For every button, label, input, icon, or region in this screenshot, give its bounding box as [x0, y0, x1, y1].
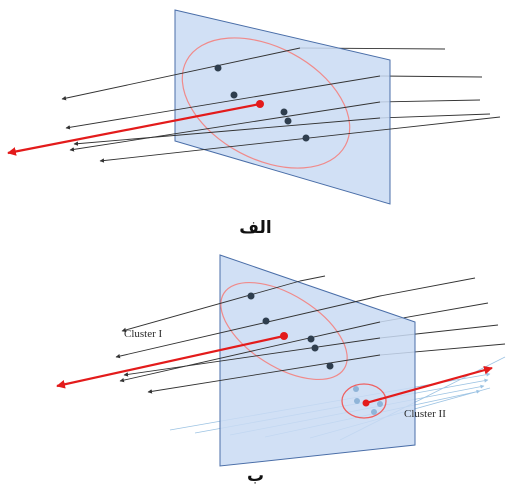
panel-b-rays-front [115, 280, 381, 394]
panel-a-ray-3 [69, 101, 381, 152]
panel-a-points [214, 64, 310, 142]
panel-b-ray-2 [115, 295, 381, 359]
panel-b-point [247, 292, 255, 300]
panel-b-points [247, 292, 334, 370]
panel-b-highlight-ray-1 [56, 334, 285, 389]
panel-a [7, 9, 501, 205]
cluster-1-label: Cluster I [124, 328, 163, 340]
panel-a-ray-4 [73, 117, 381, 146]
panel-b-point [262, 317, 270, 325]
panel-b-faint-point [371, 409, 377, 415]
panel-b-faint-point [353, 386, 359, 392]
panel-b-faint-points [353, 386, 383, 415]
panel-a-caption: الف [239, 218, 272, 238]
panel-b-ray-3 [119, 321, 381, 383]
panel-a-highlight-ray [7, 102, 261, 156]
panel-a-rays-front [61, 47, 501, 163]
panel-b-highlight-point-1 [280, 332, 288, 340]
panel-a-point [214, 64, 222, 72]
panel-b-cluster-2-ellipse [341, 383, 387, 419]
panel-a-highlight-point [256, 100, 264, 108]
panel-b-projection-plane [219, 254, 416, 467]
panel-b-point [311, 344, 319, 352]
cluster-2-label: Cluster II [404, 408, 446, 420]
panel-a-ray-5 [99, 116, 501, 163]
panel-b-ray-1 [121, 280, 301, 333]
panel-a-cluster-ellipse [181, 37, 351, 169]
panel-b-ray-4 [123, 337, 381, 377]
panel-b-faint-point [377, 401, 383, 407]
panel-a-point [302, 134, 310, 142]
panel-b-ray-5 [147, 354, 381, 394]
panel-b-faint-point [354, 398, 360, 404]
panel-a-projection-plane [174, 9, 391, 205]
panel-a-point [280, 108, 288, 116]
panel-b-highlight-point-2 [362, 399, 370, 407]
panel-a-ray-2 [65, 75, 381, 130]
panel-b-highlight-ray-2 [365, 365, 493, 405]
panel-b: Cluster I Cluster II [56, 254, 506, 467]
panel-b-caption: ب [246, 466, 265, 486]
panel-a-point [230, 91, 238, 99]
panel-a-point [284, 117, 292, 125]
panel-b-point [326, 362, 334, 370]
panel-a-ray-1 [61, 47, 301, 101]
panel-b-point [307, 335, 315, 343]
panel-b-cluster-1-ellipse [220, 281, 348, 381]
